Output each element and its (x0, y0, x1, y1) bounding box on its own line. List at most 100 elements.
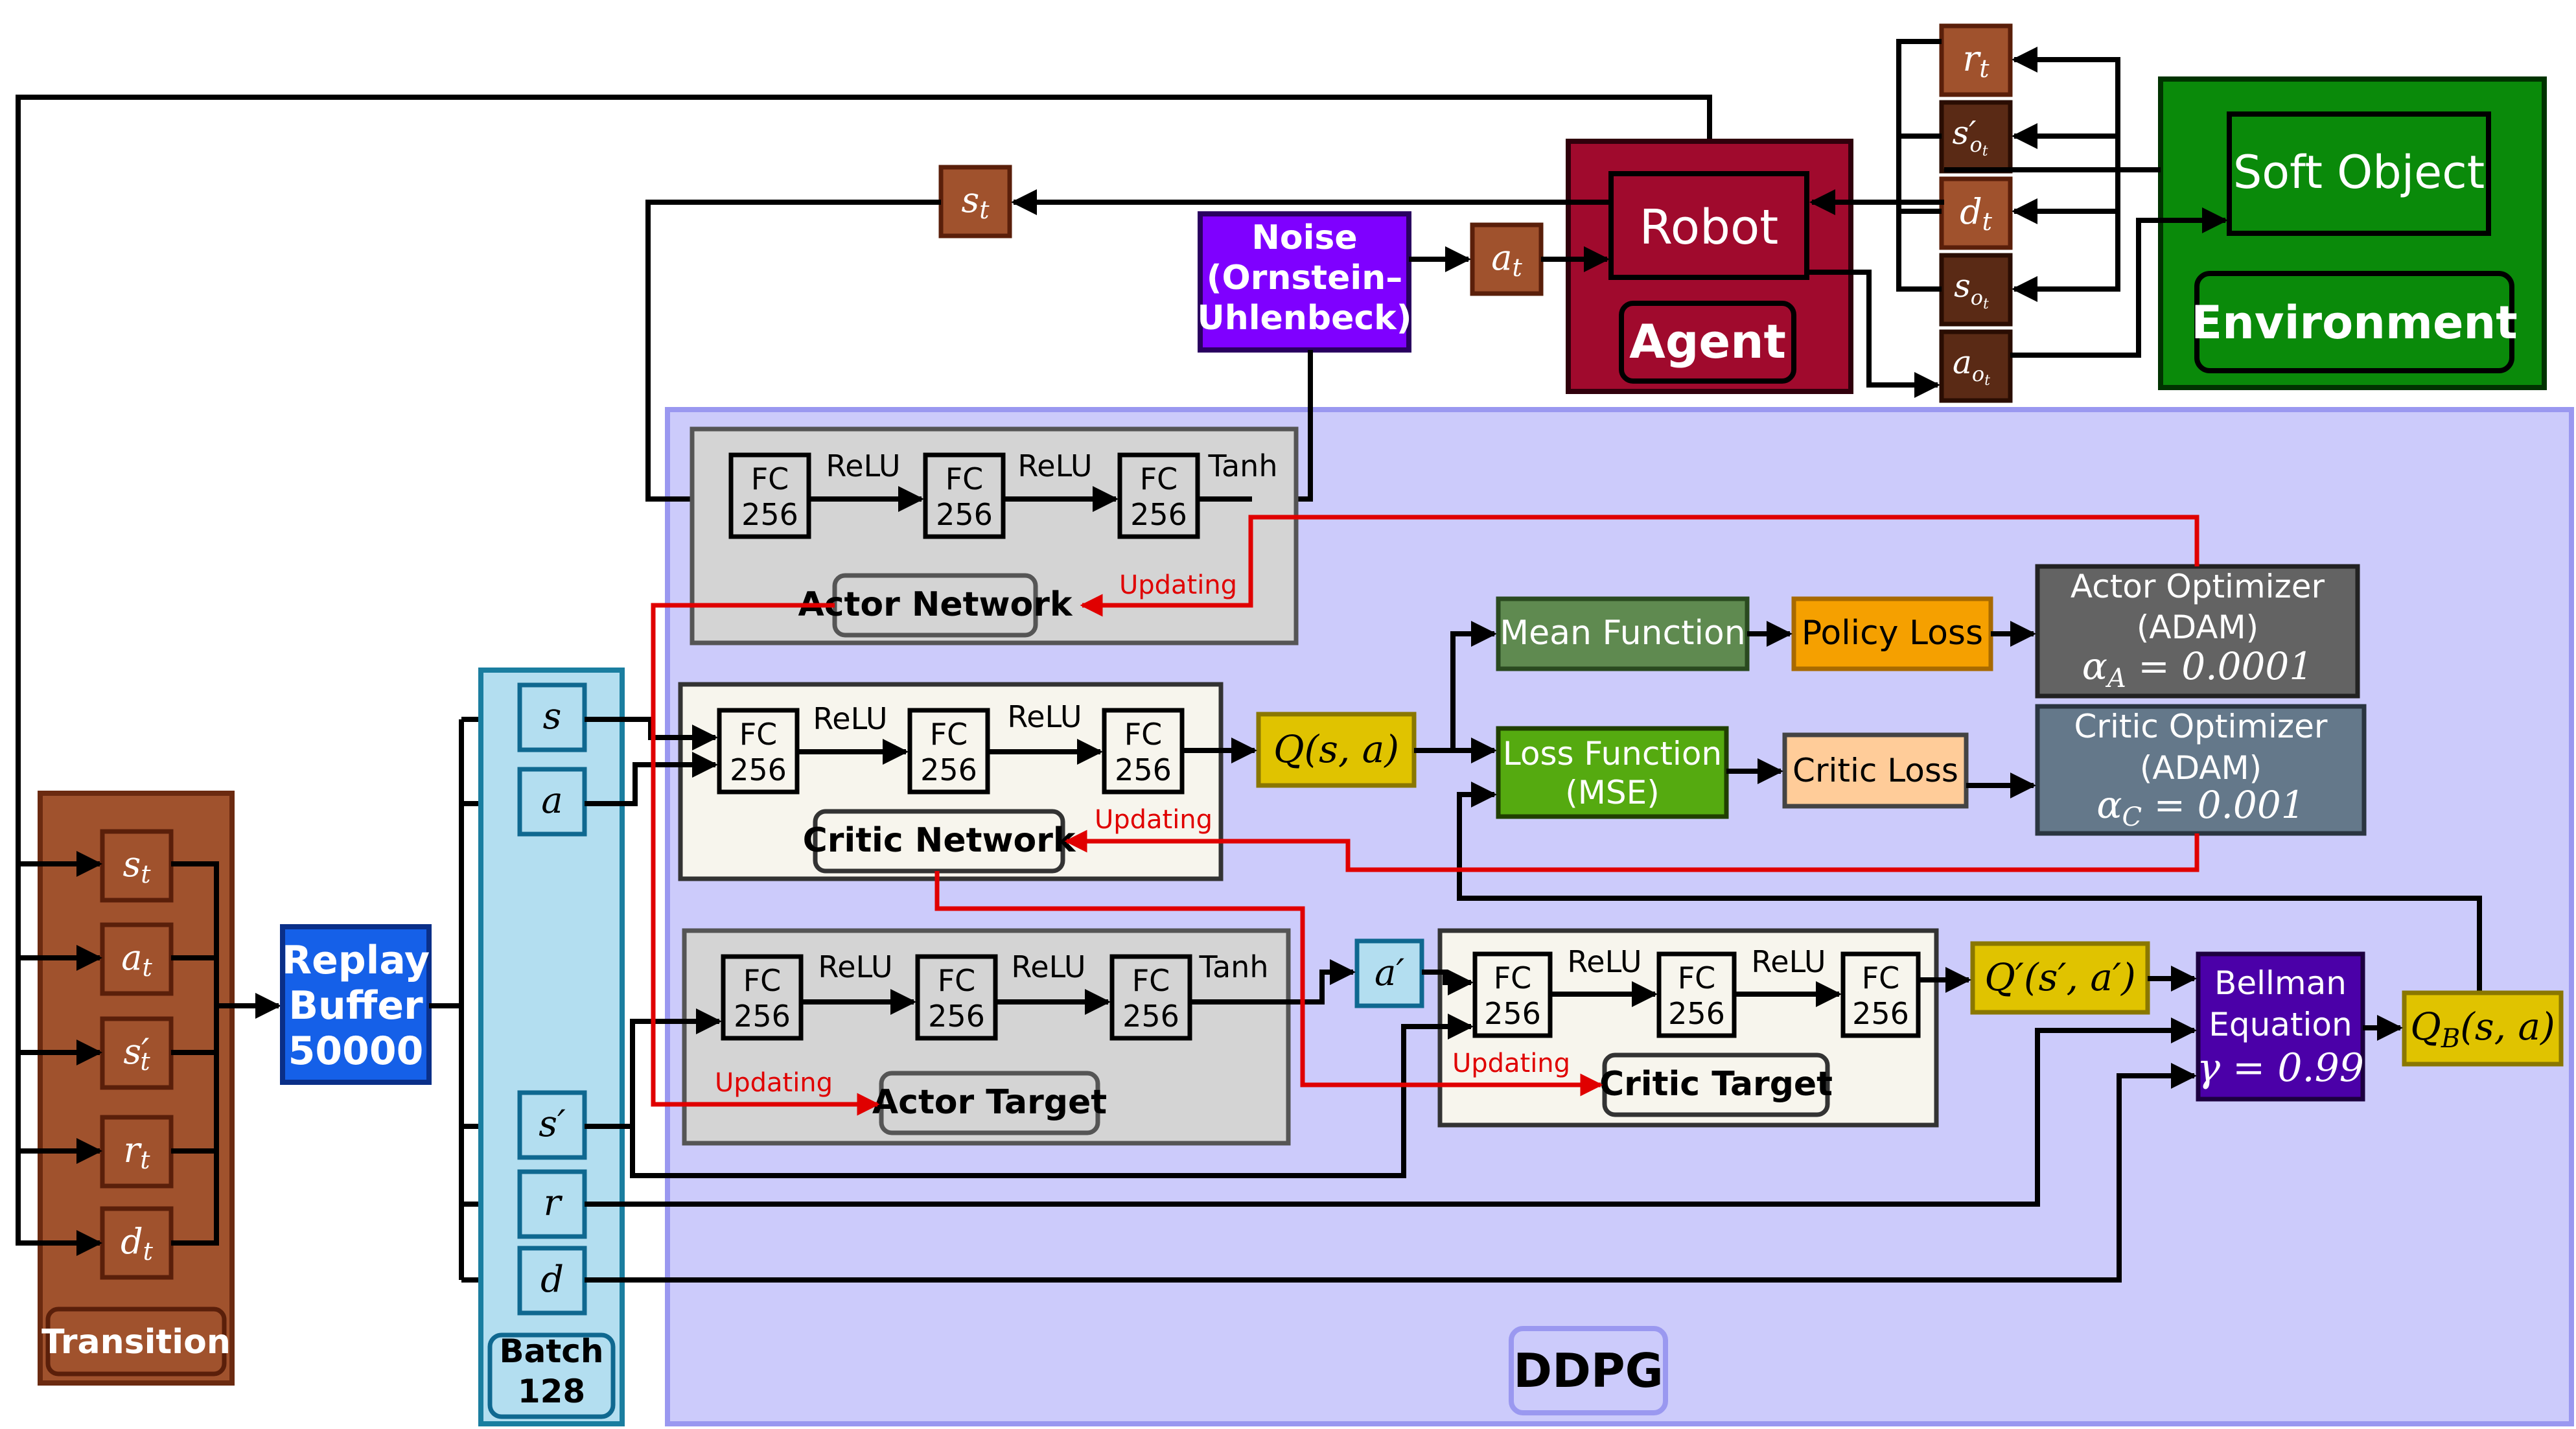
svg-text:(ADAM): (ADAM) (2137, 609, 2258, 646)
svg-text:rt: rt (123, 1130, 150, 1174)
actor-network-label: Actor Network (798, 585, 1073, 624)
critic-target-fc-3: FC 256 (1840, 951, 1921, 1038)
env-signal-sp-ot: s′ot (1939, 100, 2013, 174)
env-signal-s-ot: sot (1939, 253, 2013, 327)
svg-text:Q(s, a): Q(s, a) (1273, 727, 1399, 771)
svg-text:s′: s′ (539, 1103, 566, 1145)
svg-text:FC: FC (743, 963, 782, 998)
actor-target-fc-2: FC 256 (915, 954, 998, 1041)
critic-target-panel: FC 256 FC 256 FC 256 ReLU ReLU Critic Ta… (1437, 928, 1939, 1128)
q-sa-box: Q(s, a) (1256, 712, 1417, 788)
critic-optimizer-box: Critic Optimizer (ADAM) αC = 0.001 (2035, 704, 2367, 836)
updating-label-actor-target: Updating (715, 1068, 833, 1098)
critic-loss-box: Critic Loss (1782, 732, 1969, 809)
updating-label-critic-target: Updating (1452, 1049, 1570, 1078)
actor-target-label: Actor Target (872, 1083, 1107, 1122)
robot-agent: Robot Agent (1566, 139, 1853, 394)
transition-item-stp: s′t (100, 1016, 174, 1090)
batch-items: s a s′ r d (517, 682, 587, 1316)
policy-loss-box: Policy Loss (1791, 596, 1993, 671)
updating-label-actor: Updating (1119, 570, 1237, 600)
ddpg-label-box: DDPG (1509, 1326, 1668, 1415)
svg-text:st: st (962, 180, 990, 224)
svg-text:Replay: Replay (282, 938, 430, 983)
svg-text:Buffer: Buffer (288, 983, 423, 1028)
q-sa-lines (1182, 621, 1497, 763)
critic-target-fc-1: FC 256 (1472, 951, 1553, 1038)
svg-text:αC = 0.001: αC = 0.001 (2096, 783, 2304, 832)
svg-text:(ADAM): (ADAM) (2140, 749, 2262, 787)
svg-text:Loss Function: Loss Function (1503, 735, 1722, 773)
svg-text:Actor Optimizer: Actor Optimizer (2071, 568, 2325, 605)
svg-text:FC: FC (946, 461, 984, 496)
transition-item-st: st (100, 829, 174, 903)
bellman-box: Bellman Equation γ = 0.99 (2196, 951, 2365, 1102)
critic-target-relu-2: ReLU (1751, 944, 1826, 979)
qb-box: QB(s, a) (2402, 990, 2564, 1067)
svg-text:Equation: Equation (2209, 1006, 2352, 1043)
actor-target-panel: FC 256 FC 256 FC 256 ReLU ReLU Tanh Acto… (682, 928, 1291, 1146)
svg-text:FC: FC (1494, 960, 1532, 995)
batch-item-s: s (517, 682, 587, 752)
svg-text:(Ornstein–: (Ornstein– (1207, 259, 1403, 297)
svg-text:Uhlenbeck): Uhlenbeck) (1197, 299, 1411, 338)
actor-optimizer-box: Actor Optimizer (ADAM) αA = 0.0001 (2035, 564, 2360, 699)
env-signal-rt: rt (1939, 23, 2013, 97)
svg-text:FC: FC (739, 717, 778, 752)
svg-text:Bellman: Bellman (2214, 964, 2347, 1002)
env-signals: rt s′ot dt sot aot (1939, 23, 2013, 403)
batch-item-d: d (517, 1246, 587, 1316)
critic-target-label: Critic Target (1599, 1065, 1833, 1104)
svg-text:128: 128 (518, 1373, 585, 1410)
env-signal-dt: dt (1939, 176, 2013, 250)
svg-text:(MSE): (MSE) (1565, 774, 1659, 811)
svg-text:FC: FC (930, 717, 968, 752)
svg-text:r: r (544, 1182, 563, 1224)
action-box: at (1470, 222, 1544, 296)
critic-relu-2: ReLU (1007, 699, 1082, 734)
transition-items: st at s′t rt dt (100, 829, 174, 1280)
actor-fc-3: FC 256 (1117, 452, 1200, 539)
svg-text:FC: FC (1132, 963, 1170, 998)
loss-function-box: Loss Function (MSE) (1496, 726, 1729, 819)
svg-text:γ = 0.99: γ = 0.99 (2197, 1045, 2364, 1091)
svg-text:256: 256 (936, 497, 993, 532)
agent-label: Agent (1629, 314, 1786, 369)
critic-network-label: Critic Network (803, 821, 1076, 860)
soft-object-title: Soft Object (2233, 146, 2485, 199)
actor-fc-1: FC 256 (728, 452, 811, 539)
actor-target-fc-3: FC 256 (1109, 954, 1192, 1041)
svg-text:a: a (541, 780, 563, 822)
transition-feedback-lines (16, 95, 1712, 1256)
updating-label-critic: Updating (1095, 805, 1213, 835)
svg-text:FC: FC (1124, 717, 1163, 752)
svg-text:Noise: Noise (1251, 218, 1357, 257)
environment-label: Environment (2191, 296, 2517, 349)
transition-item-rt: rt (100, 1115, 174, 1189)
svg-text:Policy Loss: Policy Loss (1802, 614, 1983, 653)
target-path-lines (585, 959, 2403, 1283)
svg-text:256: 256 (1484, 996, 1541, 1031)
batch-item-r: r (517, 1169, 587, 1239)
replay-buffer: Replay Buffer 50000 (280, 924, 432, 1085)
actor-target-fc-1: FC 256 (721, 954, 804, 1041)
q-prime-box: Q′(s′, a′) (1970, 941, 2150, 1015)
svg-text:a′: a′ (1375, 952, 1404, 994)
batch-label-box: Batch 128 (487, 1332, 616, 1419)
robot-title: Robot (1640, 200, 1779, 255)
svg-text:256: 256 (741, 497, 798, 532)
actor-fc-2: FC 256 (923, 452, 1006, 539)
actor-target-relu-1: ReLU (818, 949, 892, 984)
svg-text:αA = 0.0001: αA = 0.0001 (2082, 644, 2313, 693)
svg-text:FC: FC (1678, 960, 1716, 995)
svg-text:FC: FC (938, 963, 976, 998)
svg-text:FC: FC (1140, 461, 1178, 496)
actor-target-relu-2: ReLU (1011, 949, 1085, 984)
svg-text:256: 256 (1130, 497, 1187, 532)
svg-text:Critic Optimizer: Critic Optimizer (2074, 708, 2328, 745)
svg-text:Batch: Batch (500, 1332, 604, 1370)
batch-item-sp: s′ (517, 1090, 587, 1160)
svg-text:256: 256 (928, 999, 985, 1034)
actor-tanh: Tanh (1208, 448, 1278, 483)
